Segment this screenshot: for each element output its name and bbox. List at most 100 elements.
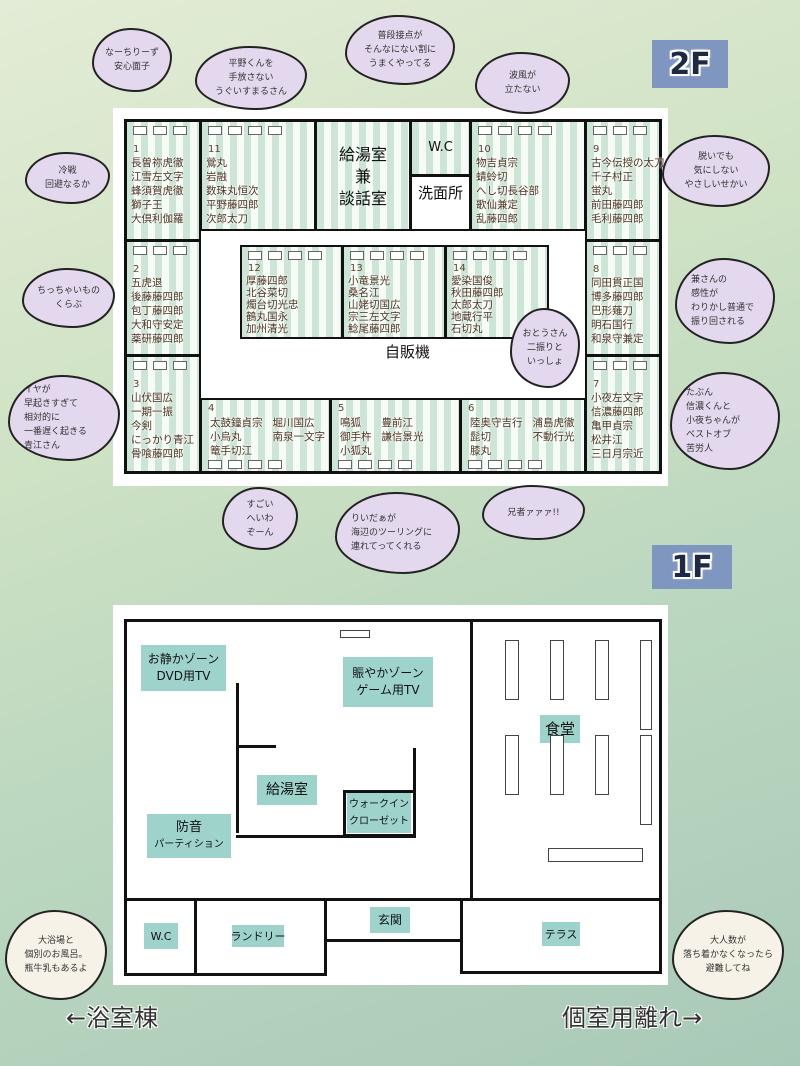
bubble-text: イヤが xyxy=(24,385,51,395)
resident-name: へし切長谷部 xyxy=(476,185,539,197)
resident-name: 巴形薙刀 xyxy=(591,305,633,317)
resident-name: 鶯丸 xyxy=(206,157,227,169)
bubble-text: 回避なるか xyxy=(44,180,90,190)
bed-icon xyxy=(390,251,404,260)
resident-name: 後藤藤四郎 xyxy=(131,291,184,303)
bed-icon xyxy=(513,251,527,260)
resident-name: にっかり青江 xyxy=(131,434,194,446)
resident-name: 鯰尾藤四郎 xyxy=(348,323,401,335)
wall xyxy=(236,835,416,838)
washroom-label: 洗面所 xyxy=(417,184,463,202)
bed-icon xyxy=(498,126,512,135)
bubble-text: 大浴場と xyxy=(37,936,74,946)
bed-icon xyxy=(228,126,242,135)
bubble-text: おとうさん xyxy=(522,329,568,339)
resident-name: 謙信景光 xyxy=(381,431,424,443)
laundry-label-box: ランドリー xyxy=(231,925,286,947)
speech-bubble: 波風が立たない xyxy=(475,52,570,114)
room-number: 11 xyxy=(208,144,221,155)
resident-name: 宗三左文字 xyxy=(348,311,401,323)
resident-name: 南泉一文字 xyxy=(272,431,326,443)
resident-name: 和泉守兼定 xyxy=(591,333,644,345)
wc-1f-label-box: W.C xyxy=(144,923,178,949)
bed-icon xyxy=(268,251,282,260)
dining-label: 食堂 xyxy=(544,719,575,738)
resident-name: 鳴狐 xyxy=(340,417,361,429)
bubble-text: りいだぁが xyxy=(351,514,397,524)
resident-name: 千子村正 xyxy=(591,171,633,183)
bed-icon xyxy=(528,460,542,469)
bed-icon xyxy=(398,460,412,469)
speech-bubble: おとうさん二振りといっしょ xyxy=(510,308,580,388)
bed-icon xyxy=(370,251,384,260)
resident-name: 包丁藤四郎 xyxy=(131,305,184,317)
resident-name: 松井江 xyxy=(591,434,623,446)
bed-icon xyxy=(453,251,467,260)
bubble-text: やさしいせかい xyxy=(684,180,748,190)
resident-name: 小夜左文字 xyxy=(591,392,644,404)
bubble-text: うぐいすまるさん xyxy=(214,87,287,97)
bubble-text: 一番遅く起きる xyxy=(24,427,87,437)
bubble-text: 感性が xyxy=(691,289,719,299)
speech-bubble: すごいへいわぞーん xyxy=(222,487,298,550)
resident-name: 数珠丸恒次 xyxy=(206,185,259,197)
kitchen-1f-label: 給湯室 xyxy=(266,781,308,798)
bed-icon xyxy=(473,251,487,260)
resident-name: 物吉貞宗 xyxy=(476,157,518,169)
speech-bubble: 兼さんの感性がわりかし普通で振り回される xyxy=(675,258,775,344)
dining-table xyxy=(595,640,609,700)
bubble-text: へいわ xyxy=(246,513,274,524)
bed-icon xyxy=(613,126,627,135)
wc-1f-label: W.C xyxy=(150,929,172,943)
soundproof-partition: 防音 パーティション xyxy=(147,814,231,858)
resident-name: 五虎退 xyxy=(131,277,163,289)
resident-name: 大倶利伽羅 xyxy=(131,213,184,225)
bubble-text: 信濃くんと xyxy=(686,402,732,412)
kitchen-1f: 給湯室 xyxy=(257,775,317,805)
bubble-text: ベストオブ xyxy=(686,430,732,440)
lively-zone: 賑やかゾーン ゲーム用TV xyxy=(343,657,433,707)
bubble-text: 手放さない xyxy=(228,73,274,83)
room-number: 10 xyxy=(478,144,491,155)
wc-2f: W.C xyxy=(410,120,471,176)
bed-icon xyxy=(538,126,552,135)
room-number: 3 xyxy=(133,379,140,390)
wall xyxy=(470,620,473,900)
quiet-zone-label: お静かゾーン xyxy=(147,652,220,666)
bed-icon xyxy=(488,460,502,469)
bed-icon xyxy=(173,361,187,370)
terrace xyxy=(460,898,662,974)
speech-bubble: イヤが早起きすぎて相対的に一番遅く起きる青江さん xyxy=(8,375,120,461)
bed-icon xyxy=(208,460,222,469)
speech-bubble: 平野くんを手放さないうぐいすまるさん xyxy=(195,46,307,110)
bed-icon xyxy=(378,460,392,469)
bubble-text: 青江さん xyxy=(24,441,61,451)
resident-name: 江雪左文字 xyxy=(131,171,184,183)
walk-in-closet xyxy=(343,790,416,837)
resident-name: 乱藤四郎 xyxy=(476,213,518,225)
terrace-label-box: テラス xyxy=(542,922,580,946)
resident-name: 石切丸 xyxy=(451,323,483,335)
bubble-text: 連れてってくれる xyxy=(351,542,422,552)
partition-label-2: パーティション xyxy=(154,839,224,850)
bed-icon xyxy=(493,251,507,260)
bubble-text: 冷戦 xyxy=(58,166,77,176)
bed-icon xyxy=(248,460,262,469)
counter-seats xyxy=(640,640,652,730)
speech-bubble: ちっちゃいものくらぶ xyxy=(22,268,115,328)
speech-bubble: 普段接点がそんなにない割にうまくやってる xyxy=(345,15,455,85)
bed-icon xyxy=(268,126,282,135)
resident-name: 今剣 xyxy=(131,420,152,432)
bed-icon xyxy=(153,361,167,370)
resident-name: 愛染国俊 xyxy=(451,275,493,287)
bubble-text: 兼さんの xyxy=(691,275,728,285)
bubble-text: 振り回される xyxy=(691,317,746,327)
room-number: 8 xyxy=(593,264,600,275)
